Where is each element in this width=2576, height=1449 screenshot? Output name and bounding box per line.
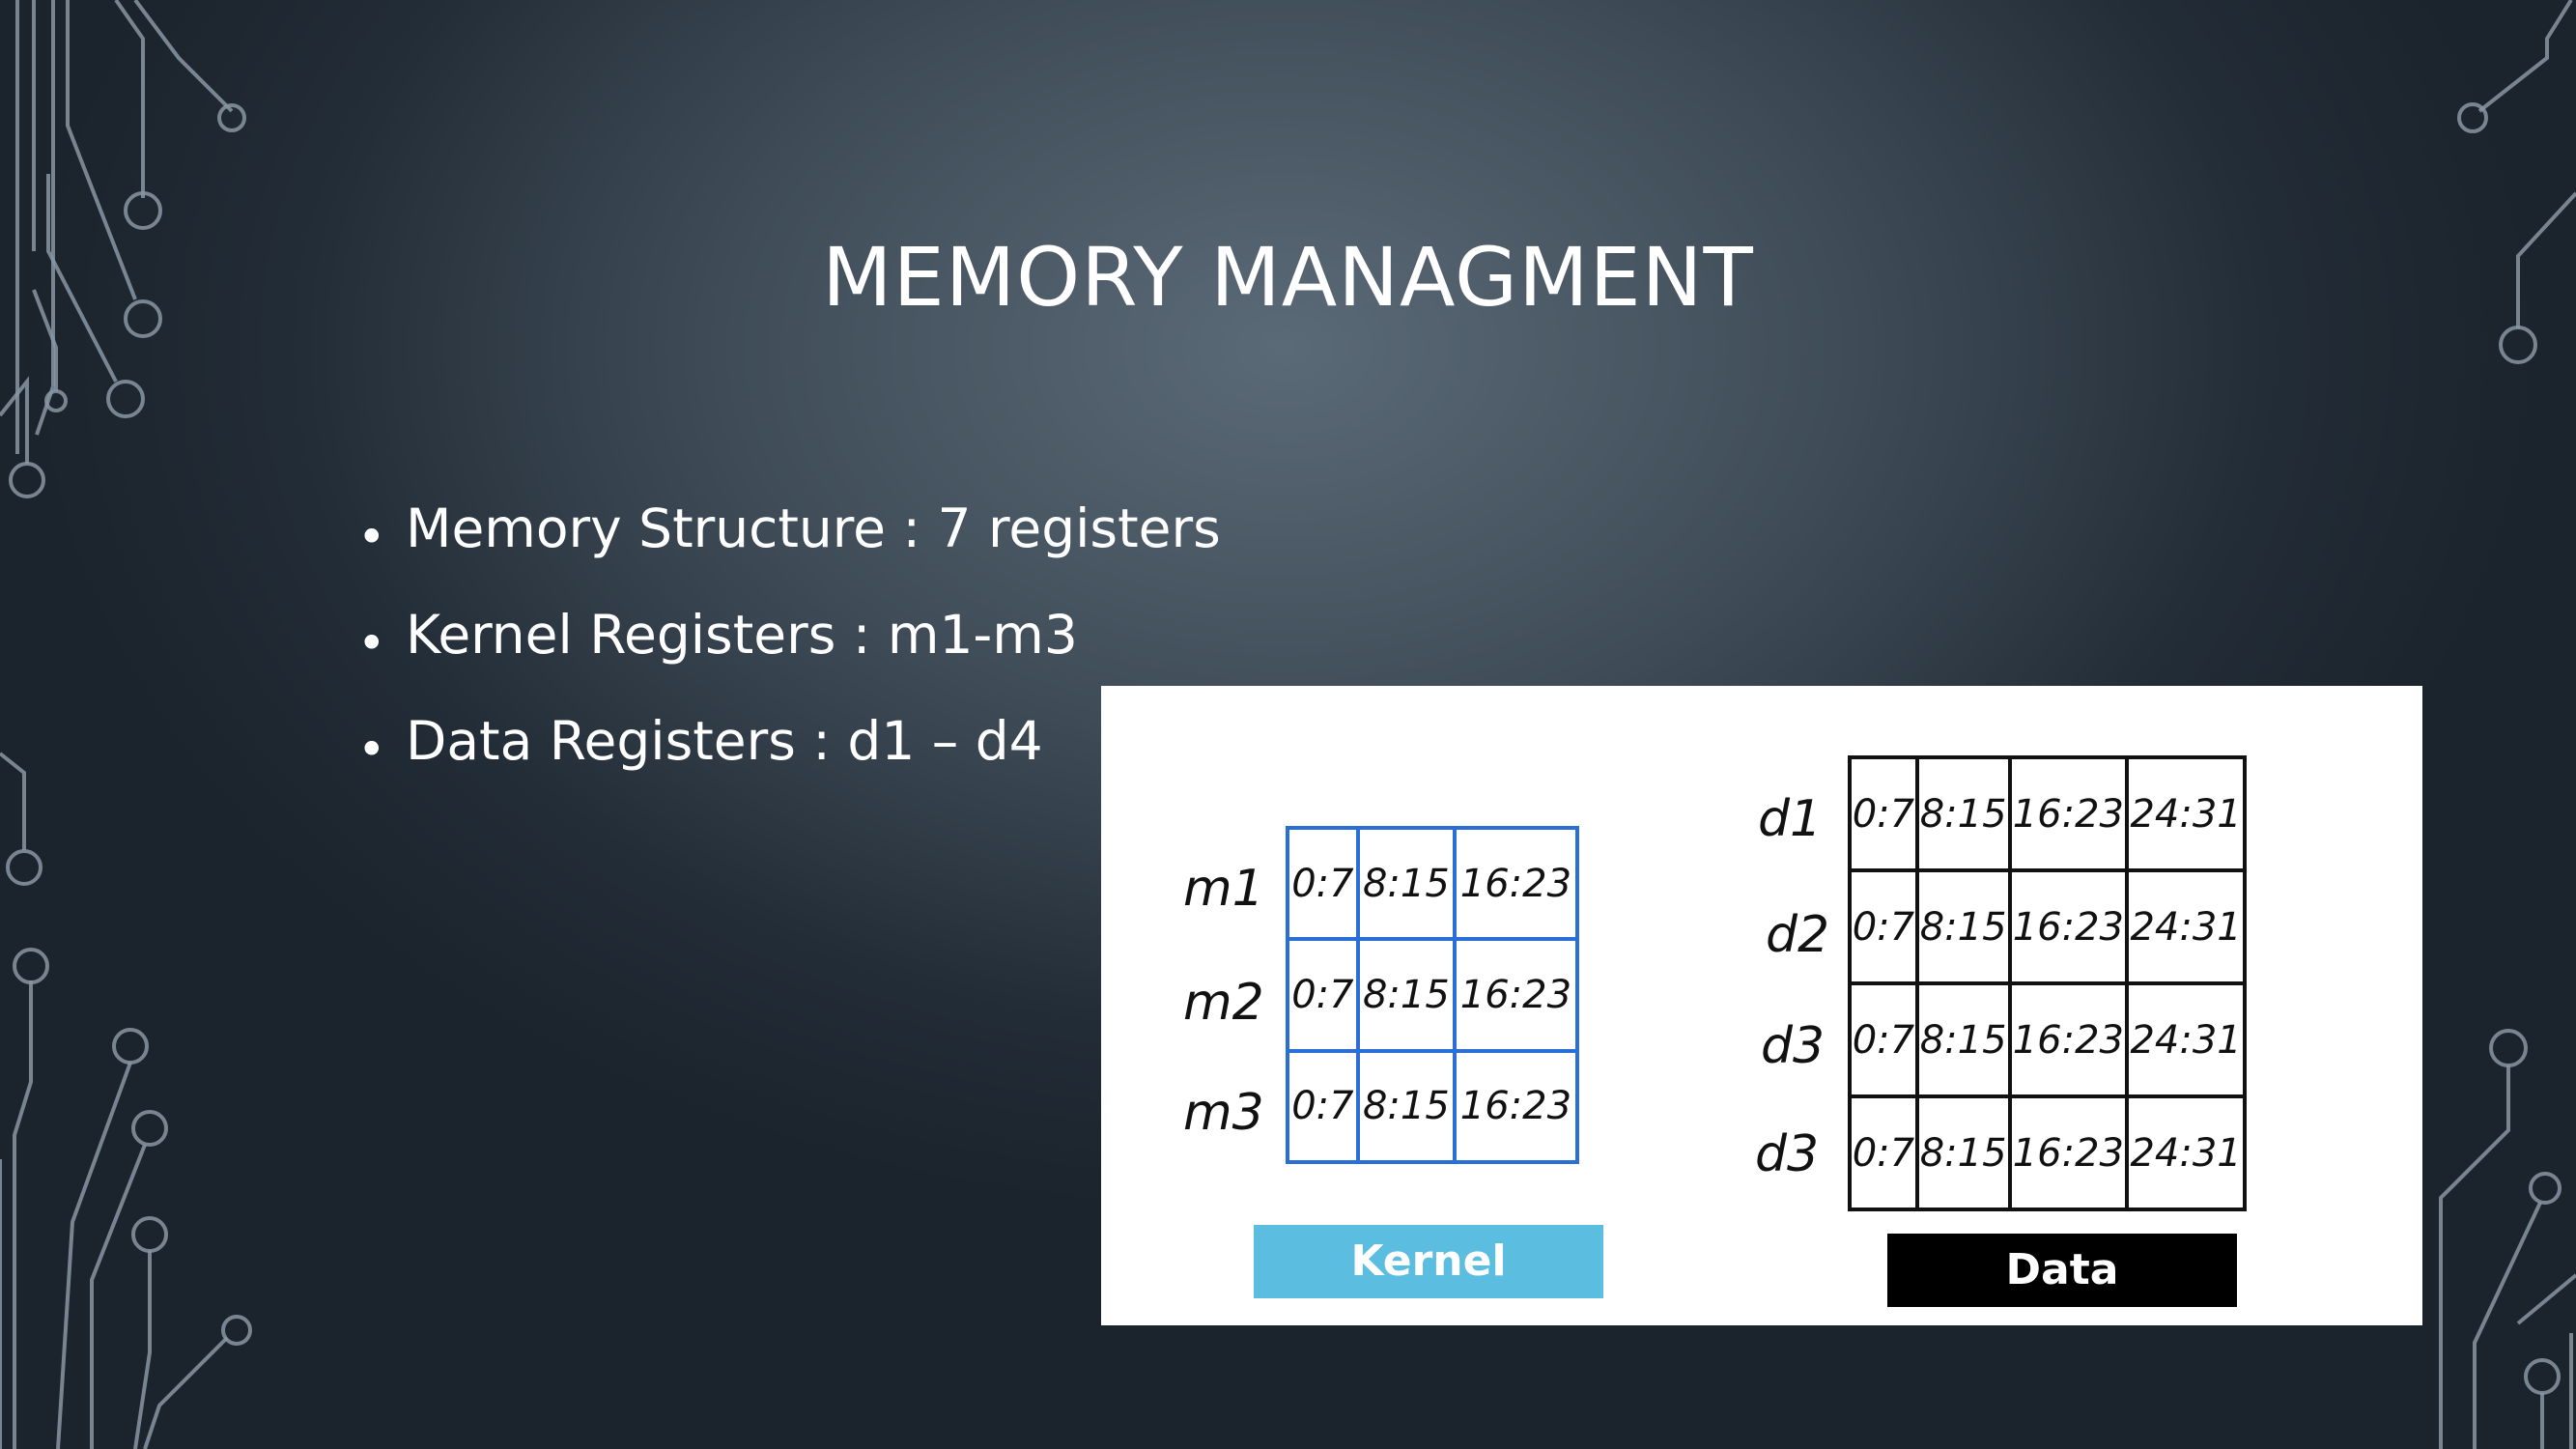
- bullet-item: • Kernel Registers : m1-m3: [357, 604, 1221, 710]
- register-cell: 0:7: [1848, 1094, 1919, 1211]
- data-register-row: 0:7 8:15 16:23 24:31: [1848, 868, 2247, 985]
- bullet-text: Kernel Registers : m1-m3: [406, 604, 1078, 666]
- bullet-item: • Memory Structure : 7 registers: [357, 497, 1221, 604]
- register-cell: 0:7: [1286, 825, 1360, 942]
- register-cell: 16:23: [2007, 755, 2130, 872]
- data-row-label: d2: [1766, 906, 1830, 964]
- register-cell: 24:31: [2125, 755, 2247, 872]
- data-register-row: 0:7 8:15 16:23 24:31: [1848, 981, 2247, 1098]
- kernel-row-label: m3: [1183, 1084, 1264, 1142]
- data-row-label: d3: [1755, 1125, 1820, 1183]
- register-cell: 16:23: [2007, 1094, 2130, 1211]
- register-cell: 24:31: [2125, 981, 2247, 1098]
- bullet-text: Data Registers : d1 – d4: [406, 710, 1043, 772]
- bullet-dot: •: [357, 615, 386, 671]
- register-cell: 16:23: [1452, 825, 1580, 942]
- data-caption: Data: [1887, 1234, 2237, 1307]
- register-cell: 24:31: [2125, 868, 2247, 985]
- register-diagram: m1 m2 m3 0:7 8:15 16:23 0:7 8:15 16:23 0…: [1101, 686, 2422, 1325]
- data-register-row: 0:7 8:15 16:23 24:31: [1848, 1094, 2247, 1211]
- kernel-register-row: 0:7 8:15 16:23: [1286, 937, 1580, 1053]
- register-cell: 0:7: [1286, 937, 1360, 1053]
- bullet-item: • Data Registers : d1 – d4: [357, 710, 1221, 816]
- register-cell: 0:7: [1848, 981, 1919, 1098]
- register-cell: 8:15: [1914, 981, 2012, 1098]
- register-cell: 8:15: [1914, 755, 2012, 872]
- register-cell: 8:15: [1355, 937, 1457, 1053]
- bullet-list: • Memory Structure : 7 registers • Kernel …: [357, 497, 1221, 816]
- bullet-text: Memory Structure : 7 registers: [406, 497, 1221, 559]
- kernel-row-label: m1: [1183, 860, 1264, 918]
- register-cell: 24:31: [2125, 1094, 2247, 1211]
- data-row-label: d3: [1761, 1017, 1826, 1075]
- register-cell: 8:15: [1914, 1094, 2012, 1211]
- slide-title: MEMORY MANAGMENT: [822, 230, 1754, 325]
- register-cell: 16:23: [1452, 937, 1580, 1053]
- kernel-row-label: m2: [1183, 974, 1264, 1032]
- register-cell: 0:7: [1286, 1048, 1360, 1165]
- register-cell: 0:7: [1848, 755, 1919, 872]
- circuit-decoration-right: [2439, 0, 2576, 1449]
- data-row-label: d1: [1758, 790, 1823, 848]
- kernel-register-row: 0:7 8:15 16:23: [1286, 1048, 1580, 1165]
- register-cell: 8:15: [1355, 825, 1457, 942]
- register-cell: 8:15: [1355, 1048, 1457, 1165]
- bullet-dot: •: [357, 509, 386, 565]
- kernel-caption: Kernel: [1254, 1225, 1603, 1298]
- bullet-dot: •: [357, 722, 386, 778]
- register-cell: 16:23: [2007, 868, 2130, 985]
- kernel-register-grid: 0:7 8:15 16:23 0:7 8:15 16:23 0:7 8:15 1…: [1286, 825, 1580, 1165]
- register-cell: 0:7: [1848, 868, 1919, 985]
- register-cell: 16:23: [1452, 1048, 1580, 1165]
- register-cell: 8:15: [1914, 868, 2012, 985]
- data-register-grid: 0:7 8:15 16:23 24:31 0:7 8:15 16:23 24:3…: [1848, 755, 2247, 1211]
- register-cell: 16:23: [2007, 981, 2130, 1098]
- kernel-register-row: 0:7 8:15 16:23: [1286, 825, 1580, 942]
- data-register-row: 0:7 8:15 16:23 24:31: [1848, 755, 2247, 872]
- circuit-decoration-left: [0, 0, 252, 1449]
